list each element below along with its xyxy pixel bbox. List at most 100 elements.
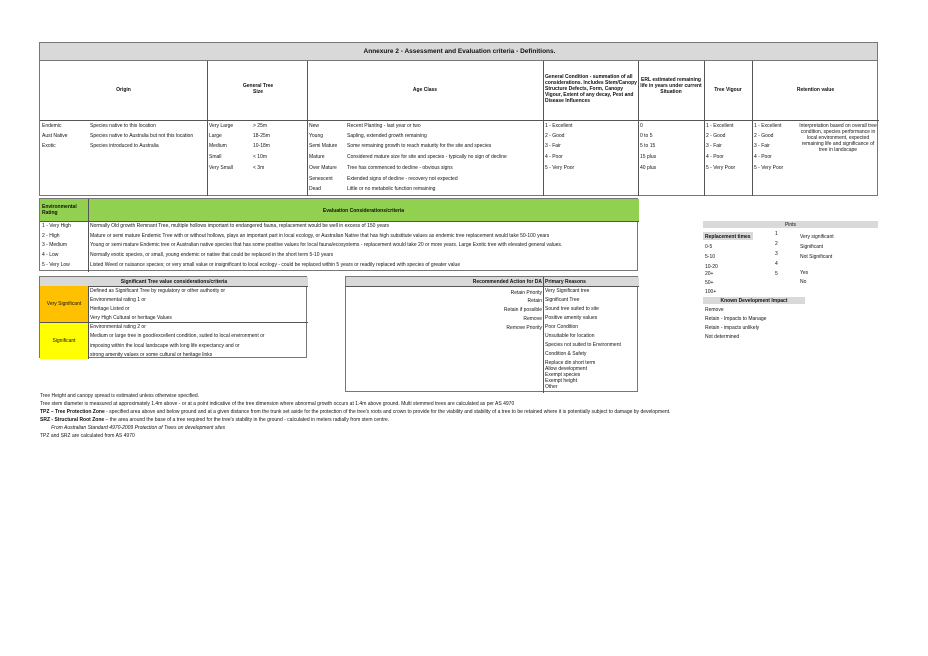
age-term: Over Mature <box>309 165 337 171</box>
footnote: TPZ and SRZ are calculated from AS 4970 <box>40 433 135 439</box>
age-term: New <box>309 123 320 129</box>
age-desc: Tree has commenced to decline - obvious … <box>347 165 453 171</box>
retention-value: 3 - Fair <box>754 143 770 149</box>
age-term: Semi Mature <box>309 143 338 149</box>
significant-label: Significant <box>52 338 76 344</box>
env-desc: Mature or semi mature Endemic Tree with … <box>90 233 550 239</box>
impact-item: Not determined <box>705 334 740 340</box>
retention-value: 1 - Excellent <box>754 123 782 129</box>
point-value: 2 <box>775 241 778 247</box>
condition-value: 3 - Fair <box>545 143 561 149</box>
impact-item: Remove <box>705 307 724 313</box>
header-erl: ERL estimated remaining life in years un… <box>640 77 702 95</box>
recommended-action-table: Recommended Action for DA Primary Reason… <box>345 276 639 393</box>
action-item: Retain Priority <box>510 290 542 296</box>
size-value: 10-18m <box>253 143 270 149</box>
sig-criteria: strong amenity values or some cultural o… <box>90 352 213 358</box>
reasons-header: Primary Reasons <box>545 279 586 285</box>
retention-value: 4 - Poor <box>754 154 772 160</box>
replacement-time: 20+ <box>705 271 714 277</box>
header-tree-size: General Tree Size <box>242 83 274 95</box>
point-value: 1 <box>775 231 778 237</box>
reason-item: Positive amenity values <box>545 315 598 321</box>
reason-item: Poor Condition <box>545 324 579 330</box>
condition-value: 2 - Good <box>545 133 565 139</box>
very-significant-label: Very Significant <box>46 301 82 307</box>
vigour-value: 3 - Fair <box>706 143 722 149</box>
age-term: Senescent <box>309 176 333 182</box>
significant-tree-table: Significant Tree value considerations/cr… <box>39 276 308 359</box>
sig-criteria: Heritage Listed or <box>90 306 130 312</box>
environmental-table: Environmental Rating Evaluation Consider… <box>39 198 639 272</box>
erl-value: 40 plus <box>640 165 657 171</box>
vigour-value: 4 - Poor <box>706 154 724 160</box>
replacement-time: 5-10 <box>705 254 716 260</box>
header-vigour: Tree Vigour <box>714 87 742 93</box>
reason-item: Unsuitable for location <box>545 333 595 339</box>
replacement-times-header: Replacement times <box>705 234 751 240</box>
age-desc: Sapling, extended growth remaining <box>347 133 427 139</box>
sig-criteria: Very High Cultural or heritage Values <box>90 315 172 321</box>
age-desc: Extended signs of decline - recovery not… <box>347 176 458 182</box>
action-header: Recommended Action for DA <box>472 279 542 285</box>
retention-value: 5 - Very Poor <box>754 165 784 171</box>
age-desc: Recent Planting - last year or two <box>347 123 421 129</box>
vigour-value: 1 - Excellent <box>706 123 734 129</box>
action-item: Remove <box>523 316 542 322</box>
point-value: 3 <box>775 251 778 257</box>
vigour-value: 2 - Good <box>706 133 726 139</box>
size-term: Large <box>209 133 222 139</box>
point-value: 4 <box>775 261 778 267</box>
vigour-value: 5 - Very Poor <box>706 165 736 171</box>
footnote: TPZ – Tree Protection Zone - specified a… <box>40 409 671 415</box>
reason-item: Significant Tree <box>545 297 580 303</box>
origin-term: Exotic <box>42 143 56 149</box>
header-age-class: Age Class <box>412 87 438 93</box>
size-term: Very Small <box>209 165 233 171</box>
size-term: Medium <box>209 143 227 149</box>
retention-value: 2 - Good <box>754 133 774 139</box>
impact-item: Retain - Impacts to Manage <box>705 316 767 322</box>
reason-item: Condition & Safety <box>545 351 587 357</box>
origin-term: Endemic <box>42 123 62 129</box>
erl-value: 0 to 5 <box>640 133 653 139</box>
action-item: Retain <box>527 298 542 304</box>
footnotes: Tree Height and canopy spread is estimat… <box>40 393 880 453</box>
origin-desc: Species native to Australia but not this… <box>90 133 194 139</box>
replacement-time: 100+ <box>705 289 717 295</box>
condition-value: 4 - Poor <box>545 154 563 160</box>
footnote: SRZ - Structural Root Zone – the area ar… <box>40 417 390 423</box>
size-term: Very Large <box>209 123 234 129</box>
point-desc: Very significant <box>800 234 834 240</box>
origin-desc: Species native to this location <box>90 123 156 129</box>
age-term: Dead <box>309 186 321 192</box>
footnote: From Australian Standard 4970-2009 Prote… <box>40 425 226 431</box>
env-rating: 1 - Very High <box>42 223 71 229</box>
env-rating: 4 - Low <box>42 252 59 258</box>
impact-item: Retain - impacts unlikely <box>705 325 760 331</box>
size-term: Small <box>209 154 222 160</box>
age-term: Young <box>309 133 323 139</box>
age-desc: Little or no metabolic function remainin… <box>347 186 436 192</box>
reason-item: Exempt height <box>545 378 577 384</box>
sig-criteria: Environmental rating 2 or <box>90 324 146 330</box>
size-value: < 3m <box>253 165 265 171</box>
significant-header: Significant Tree value considerations/cr… <box>120 279 228 285</box>
origin-term: Aust Native <box>42 133 68 139</box>
replacement-time: 10-20 <box>705 264 718 270</box>
title-bar: Annexure 2 - Assessment and Evaluation c… <box>39 42 878 61</box>
point-desc: Yes <box>800 270 809 276</box>
sig-criteria: imposing within the local landscape with… <box>90 343 240 349</box>
reason-item: Other <box>545 384 558 390</box>
env-desc: Normally exotic species, or small, young… <box>90 252 334 258</box>
size-value: 18-25m <box>253 133 270 139</box>
sig-criteria: Defined as Significant Tree by regulator… <box>90 288 226 294</box>
env-rating: 5 - Very Low <box>42 262 70 268</box>
age-term: Mature <box>309 154 325 160</box>
env-desc: Young or semi mature Endemic tree or Aus… <box>90 242 563 248</box>
point-desc: Not Significant <box>800 254 833 260</box>
env-rating: 2 - High <box>42 233 60 239</box>
point-value: 5 <box>775 271 778 277</box>
replacement-time: 0-5 <box>705 244 713 250</box>
points-header: Pints <box>784 222 797 228</box>
